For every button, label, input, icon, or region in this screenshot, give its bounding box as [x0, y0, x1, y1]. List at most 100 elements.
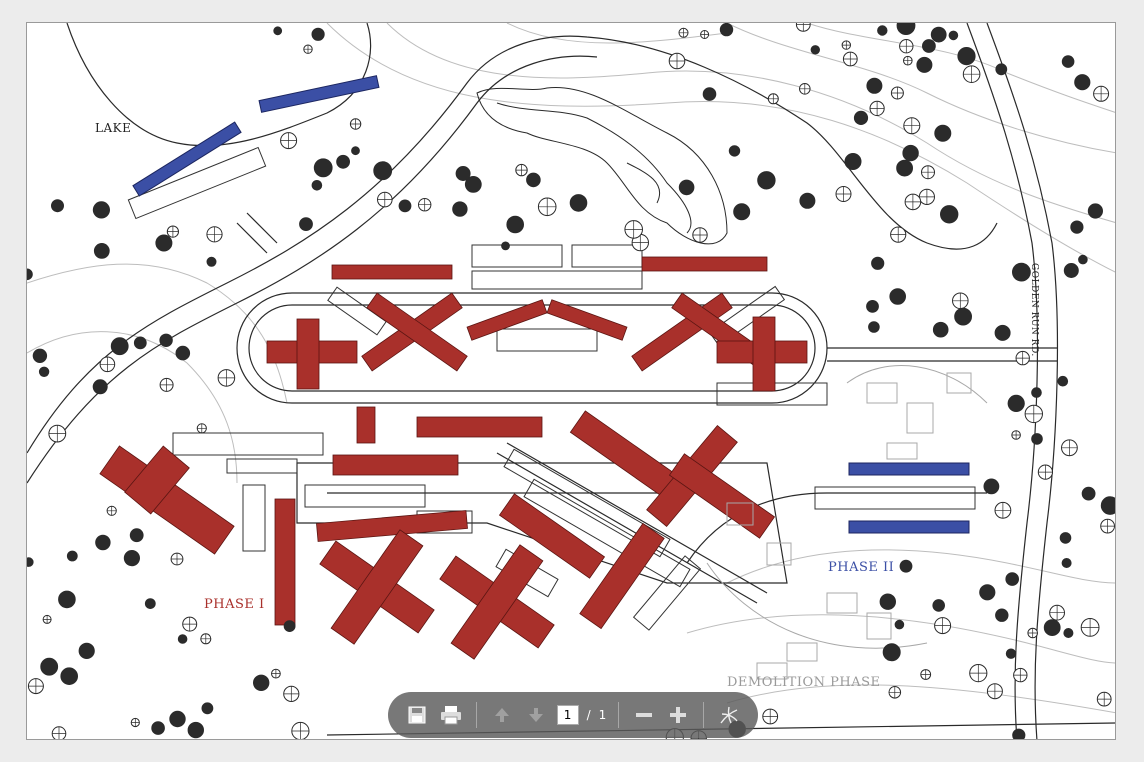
tree-symbol [1005, 572, 1019, 586]
tree-symbol [1031, 387, 1042, 398]
tree-symbol [455, 165, 471, 181]
tree-symbol [351, 146, 360, 156]
tree-symbol-detail [799, 83, 810, 94]
tree-symbol-detail [1016, 351, 1030, 365]
tree-symbol-detail [167, 226, 179, 238]
print-button[interactable] [438, 702, 464, 728]
tree-symbol [799, 192, 816, 209]
tree-symbol-detail [903, 117, 920, 134]
tree-symbol [526, 172, 541, 188]
tree-symbol [1061, 558, 1072, 569]
tree-symbol [678, 179, 695, 196]
tree-symbol-detail [995, 502, 1011, 519]
phase-1-label: PHASE I [204, 597, 265, 612]
tree-symbol [311, 27, 325, 41]
previous-page-button[interactable] [489, 702, 515, 728]
tree-symbol-detail [1061, 439, 1078, 456]
tree-symbol [311, 180, 323, 191]
tree-symbol [934, 124, 952, 142]
tree-symbol [853, 110, 869, 126]
tree-symbol-detail [197, 423, 207, 433]
demolition-phase-label: DEMOLITION PHASE [727, 675, 881, 690]
tree-symbol [123, 549, 141, 567]
tree-symbol [133, 336, 147, 350]
tree-symbol [569, 194, 588, 212]
save-button[interactable] [404, 702, 430, 728]
tree-symbol [27, 557, 34, 567]
tree-symbol [273, 26, 283, 36]
tree-symbol [1043, 619, 1061, 636]
page-number-input[interactable] [556, 705, 579, 725]
tree-symbol [810, 45, 821, 55]
tree-symbol [27, 268, 33, 281]
tree-symbol-detail [905, 194, 921, 210]
tree-symbol-detail [303, 45, 313, 54]
tree-symbol-detail [762, 709, 778, 724]
tree-symbol-detail [921, 165, 935, 179]
page-separator: / [586, 708, 591, 722]
tree-symbol-detail [679, 28, 688, 38]
tree-symbol [871, 256, 885, 270]
tree-symbol-detail [171, 553, 183, 565]
tree-symbol [1078, 254, 1088, 265]
tree-symbol [169, 710, 186, 728]
tree-symbol [932, 599, 945, 612]
tree-symbol [866, 77, 883, 94]
tree-symbol [1031, 433, 1043, 445]
tree-symbol [506, 215, 525, 234]
tree-symbol-detail [48, 425, 66, 442]
tree-symbol-detail [100, 357, 115, 372]
tree-symbol-detail [692, 227, 708, 243]
toolbar-separator [475, 702, 477, 728]
tree-symbol-detail [43, 615, 52, 624]
tree-symbol-detail [1097, 692, 1112, 706]
tree-symbol-detail [182, 617, 197, 632]
tree-symbol [78, 642, 95, 660]
tree-symbol-detail [891, 87, 904, 99]
zoom-out-button[interactable] [631, 702, 657, 728]
tree-symbol [336, 154, 351, 169]
tree-symbol-detail [1100, 519, 1115, 533]
tree-symbol-detail [28, 678, 44, 694]
tree-symbol [733, 203, 751, 221]
tree-symbol-detail [1027, 628, 1038, 638]
next-page-button[interactable] [523, 702, 549, 728]
tree-symbol-detail [350, 118, 361, 130]
tree-symbol-detail [934, 617, 951, 634]
tree-symbol [882, 643, 901, 662]
tree-symbol [159, 333, 173, 348]
tree-symbol-detail [1093, 86, 1109, 102]
tree-symbol [728, 145, 741, 157]
tree-symbol [177, 634, 188, 644]
tree-symbol [1012, 728, 1026, 739]
tree-symbol-detail [280, 132, 297, 149]
tree-symbol [201, 702, 214, 715]
tree-symbol [110, 337, 129, 356]
page-total: 1 [598, 708, 607, 722]
tree-symbol-detail [870, 101, 885, 116]
tree-symbol [38, 366, 50, 378]
arrow-up-icon [494, 708, 509, 722]
tree-symbol [994, 324, 1011, 341]
acrobat-button[interactable] [716, 702, 742, 728]
tree-symbol-detail [1025, 405, 1043, 423]
tree-symbol [896, 159, 913, 177]
tree-symbol [940, 205, 959, 224]
tree-symbol [954, 307, 972, 326]
tree-symbol [844, 152, 862, 170]
tree-symbol-detail [1011, 430, 1021, 440]
lake-label: LAKE [95, 121, 132, 135]
tree-symbol-detail [377, 192, 393, 207]
tree-symbol [889, 288, 906, 305]
tree-symbol [175, 345, 191, 361]
tree-symbol [1057, 375, 1069, 387]
tree-symbol [66, 550, 78, 562]
zoom-in-button[interactable] [665, 702, 691, 728]
tree-symbol-detail [291, 722, 309, 739]
tree-symbol-detail [920, 669, 931, 680]
tree-symbol [299, 217, 313, 232]
tree-symbol [866, 299, 879, 313]
tree-symbol [501, 241, 510, 251]
tree-symbol-detail [903, 56, 913, 65]
site-plan-drawing [27, 23, 1115, 739]
